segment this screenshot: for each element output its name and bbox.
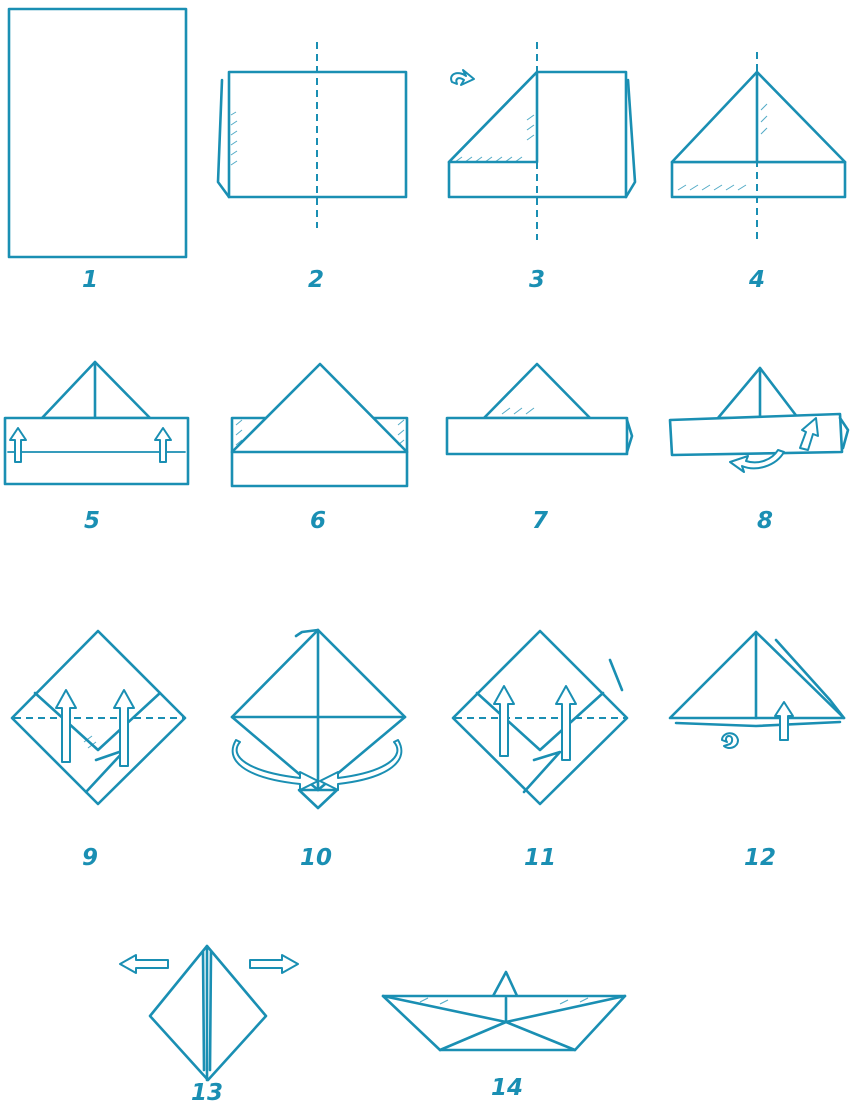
step-9-number: 9 xyxy=(82,845,98,871)
step-7: 7 xyxy=(447,364,632,534)
step-11: 11 xyxy=(453,631,627,871)
step-12-number: 12 xyxy=(744,845,776,871)
tuck-arrow-icon xyxy=(722,733,738,748)
pull-left-arrow-icon xyxy=(120,955,168,973)
bottom-point xyxy=(299,790,337,808)
step-5-number: 5 xyxy=(84,508,100,534)
step-2-number: 2 xyxy=(308,267,324,293)
step-7-number: 7 xyxy=(532,508,548,534)
step-1-number: 1 xyxy=(82,267,98,293)
step-4-number: 4 xyxy=(748,267,765,293)
triangle-tip xyxy=(718,368,798,418)
folded-edge xyxy=(626,80,635,197)
step-13: 13 xyxy=(120,946,298,1106)
step-5: 5 xyxy=(5,362,188,534)
folded-edge xyxy=(218,80,229,197)
triangle xyxy=(232,364,407,452)
step-6: 6 xyxy=(232,364,407,534)
step-8: 8 xyxy=(670,368,848,534)
step-2: 2 xyxy=(218,42,406,293)
triangle xyxy=(672,72,845,162)
step-6-number: 6 xyxy=(310,508,326,534)
step-3: 3 xyxy=(449,42,635,293)
boat-sail xyxy=(492,972,518,998)
step-13-number: 13 xyxy=(191,1080,223,1106)
step-12: 12 xyxy=(670,632,844,871)
pull-right-arrow-icon xyxy=(250,955,298,973)
step-4: 4 xyxy=(672,52,845,293)
step-8-number: 8 xyxy=(757,508,773,534)
paper-sheet xyxy=(9,9,186,257)
bottom-strip xyxy=(447,418,627,454)
bottom-strip xyxy=(672,162,845,197)
fold-over-arrow-icon xyxy=(451,70,474,85)
step-1: 1 xyxy=(9,9,186,293)
back-layer-edge xyxy=(610,660,622,690)
step-14-number: 14 xyxy=(491,1075,523,1101)
bottom-edge xyxy=(676,722,840,726)
step-3-number: 3 xyxy=(529,267,545,293)
step-9: 9 xyxy=(12,631,185,871)
triangle-tip xyxy=(484,364,590,418)
step-11-number: 11 xyxy=(524,845,556,871)
step-14: 14 xyxy=(383,972,625,1101)
step-10-number: 10 xyxy=(300,845,332,871)
step-10: 10 xyxy=(232,630,405,871)
